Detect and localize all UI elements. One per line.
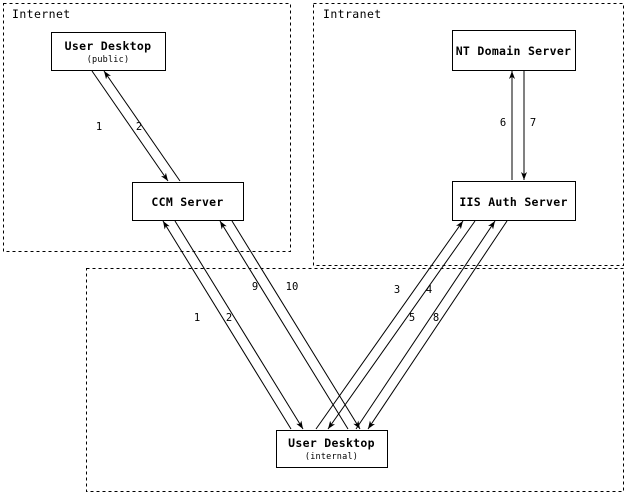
node-box-iis-auth-server[interactable] xyxy=(451,180,577,222)
node-user-desktop-internal[interactable]: User Desktop (internal) xyxy=(275,429,389,469)
step-label-flow-1-public: 1 xyxy=(96,121,102,133)
zone-label-intranet: Intranet xyxy=(323,7,382,21)
step-label-flow-8: 8 xyxy=(433,312,439,324)
zone-boundary-internet xyxy=(3,3,291,252)
node-box-ccm-server[interactable] xyxy=(131,181,245,222)
node-boxes: User Desktop (public) NT Domain ServerCCM … xyxy=(50,29,577,469)
flow-line-flow-10 xyxy=(231,220,361,430)
node-subtitle-user-desktop-internal: (internal) xyxy=(305,452,358,462)
flow-line-flow-4 xyxy=(327,220,476,430)
step-label-flow-10: 10 xyxy=(286,281,299,293)
step-label-flow-3: 3 xyxy=(394,284,400,296)
node-user-desktop-public[interactable]: User Desktop (public) xyxy=(50,31,167,72)
step-label-flow-7-nt: 7 xyxy=(530,117,536,129)
node-title-user-desktop-internal: User Desktop xyxy=(288,436,375,450)
flow-line-flow-5 xyxy=(355,220,496,430)
node-title-nt-domain-server: NT Domain Server xyxy=(456,44,572,58)
node-nt-domain-server[interactable]: NT Domain Server xyxy=(451,29,577,72)
node-iis-auth-server[interactable]: IIS Auth Server xyxy=(451,180,577,222)
zone-label-internet: Internet xyxy=(12,7,71,21)
node-box-user-desktop-public[interactable] xyxy=(50,31,167,72)
zone-intranet: Intranet xyxy=(313,3,624,266)
node-title-ccm-server: CCM Server xyxy=(151,195,223,209)
zone-internal-lan xyxy=(86,268,624,492)
step-label-flow-1-internal: 1 xyxy=(194,312,200,324)
flow-line-flow-1-internal xyxy=(162,220,292,430)
flow-line-flow-1-public xyxy=(91,70,169,182)
zone-boundary-internal-lan xyxy=(86,268,624,492)
zone-internet: Internet xyxy=(3,3,291,252)
flow-line-flow-3 xyxy=(315,220,464,430)
zone-boundaries: Internet Intranet xyxy=(3,3,624,492)
node-box-nt-domain-server[interactable] xyxy=(451,29,577,72)
flow-line-flow-2-public xyxy=(103,70,181,182)
flow-arrows xyxy=(91,70,527,430)
node-subtitle-user-desktop-public: (public) xyxy=(87,55,130,65)
node-title-user-desktop-public: User Desktop xyxy=(65,39,152,53)
step-label-flow-4: 4 xyxy=(426,284,432,296)
step-label-flow-6-nt: 6 xyxy=(500,117,506,129)
node-ccm-server[interactable]: CCM Server xyxy=(131,181,245,222)
step-label-flow-5: 5 xyxy=(409,312,415,324)
flow-line-flow-9 xyxy=(219,220,349,430)
step-label-flow-2-internal: 2 xyxy=(226,312,232,324)
flow-line-flow-8 xyxy=(367,220,508,430)
flow-line-flow-2-internal xyxy=(174,220,304,430)
step-label-flow-2-public: 2 xyxy=(136,121,142,133)
flow-step-labels: 1 2 6 7 1 2 9 10 3 4 5 8 xyxy=(96,117,536,324)
step-label-flow-9: 9 xyxy=(252,281,258,293)
zone-boundary-intranet xyxy=(313,3,624,266)
node-title-iis-auth-server: IIS Auth Server xyxy=(459,195,567,209)
node-box-user-desktop-internal[interactable] xyxy=(275,429,389,469)
